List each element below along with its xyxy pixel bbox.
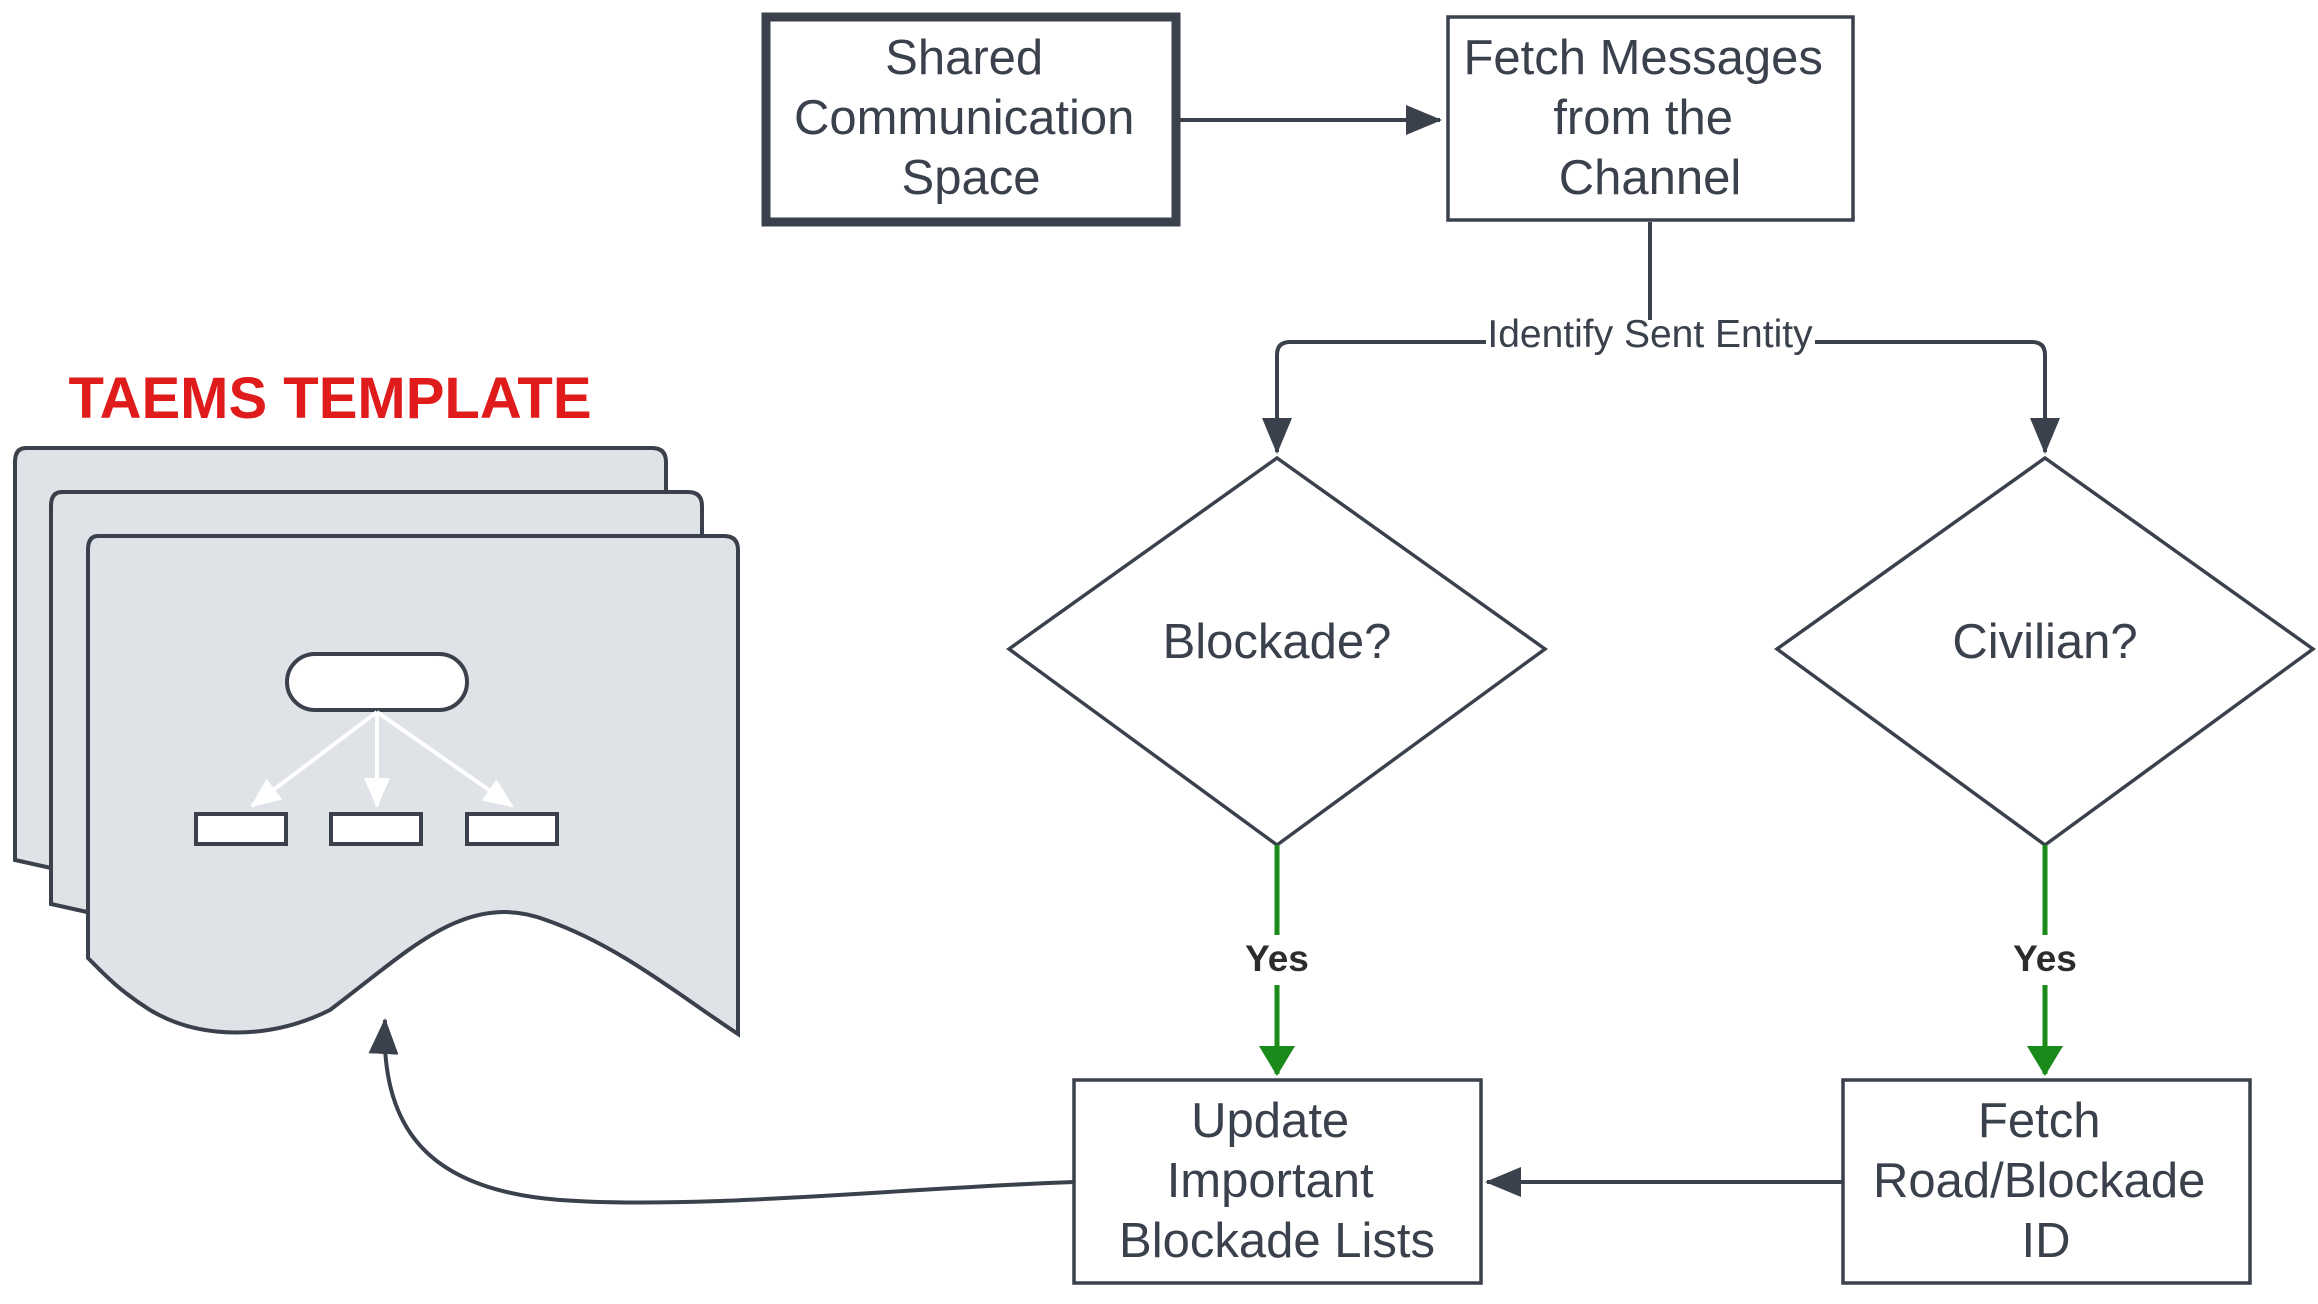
civilian-decision-label: Civilian? bbox=[1952, 615, 2137, 669]
mini-child-middle bbox=[329, 812, 423, 846]
taems-template-title: TAEMS TEMPLATE bbox=[68, 366, 591, 431]
fetch-road-line-3: ID bbox=[2022, 1214, 2071, 1268]
fetch-road-line-2: Road/Blockade bbox=[1873, 1154, 2205, 1208]
svg-text:Fetch Road/Blockade: Fetch Road/Blockade ID bbox=[1873, 1094, 2219, 1268]
update-lists-line-2: Important bbox=[1167, 1154, 1374, 1208]
shared-space-line-1: Shared bbox=[885, 31, 1043, 85]
fetch-road-blockade-box: Fetch Road/Blockade ID bbox=[1841, 1078, 2252, 1285]
update-blockade-lists-box: Update Important Blockade Lists bbox=[1072, 1078, 1483, 1285]
arrow-branch-to-civilian bbox=[1815, 340, 2060, 454]
mini-child-right bbox=[465, 812, 559, 846]
svg-text:Shared Communication: Shared Communication Space bbox=[794, 31, 1148, 205]
fetch-messages-line-2: from the bbox=[1553, 91, 1733, 145]
shared-space-line-3: Space bbox=[902, 151, 1041, 205]
shared-communication-space-box: Shared Communication Space bbox=[761, 12, 1181, 227]
mini-edge-left bbox=[250, 710, 379, 808]
mini-root-node bbox=[285, 652, 469, 712]
fetch-messages-line-1: Fetch Messages bbox=[1463, 31, 1823, 85]
update-lists-line-1: Update bbox=[1191, 1094, 1349, 1148]
fetch-messages-box: Fetch Messages from the Channel bbox=[1446, 15, 1855, 222]
shared-space-line-2: Communication bbox=[794, 91, 1134, 145]
blockade-decision-diamond: Blockade? bbox=[1006, 455, 1548, 848]
civilian-decision-diamond: Civilian? bbox=[1774, 455, 2316, 848]
yes-label-left: Yes bbox=[1245, 938, 1309, 979]
svg-text:Fetch Messages from the: Fetch Messages from the Channel bbox=[1463, 31, 1836, 205]
fetch-road-line-1: Fetch bbox=[1978, 1094, 2101, 1148]
template-page-front bbox=[86, 534, 740, 1038]
yes-label-right: Yes bbox=[2013, 938, 2077, 979]
arrow-update-to-template bbox=[368, 1018, 1075, 1205]
identify-sent-entity-label: Identify Sent Entity bbox=[1487, 313, 1813, 356]
arrow-branch-to-blockade bbox=[1262, 340, 1486, 454]
update-lists-line-3: Blockade Lists bbox=[1119, 1214, 1435, 1268]
template-mini-tree bbox=[194, 652, 559, 846]
blockade-decision-label: Blockade? bbox=[1163, 615, 1392, 669]
svg-text:Update Important B: Update Important Blockade Lists bbox=[1119, 1094, 1435, 1268]
mini-child-left bbox=[194, 812, 288, 846]
mini-edge-right bbox=[375, 710, 514, 808]
fetch-messages-line-3: Channel bbox=[1559, 151, 1742, 205]
